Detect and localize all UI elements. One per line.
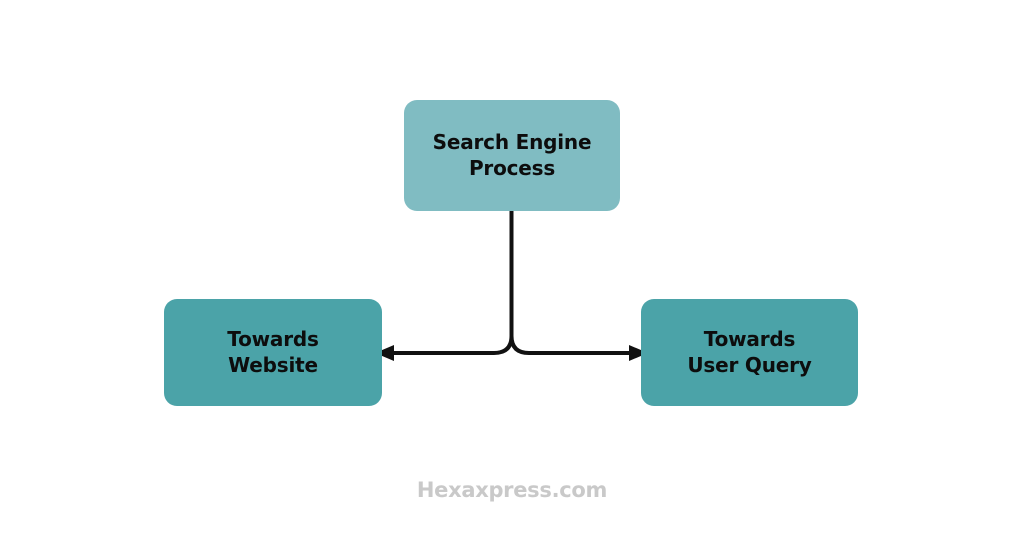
node-search-engine-process: Search Engine Process [404, 100, 620, 211]
node-right-line2: User Query [687, 352, 812, 377]
connector-branch-right [509, 335, 637, 355]
watermark-text: Hexaxpress.com [416, 478, 608, 502]
node-towards-website: Towards Website [164, 299, 382, 406]
node-towards-user-query: Towards User Query [641, 299, 858, 406]
node-root-line1: Search Engine [432, 129, 592, 154]
node-root-line2: Process [468, 155, 556, 180]
connector-branch-left [386, 335, 514, 355]
node-left-line2: Website [228, 352, 318, 377]
node-right-line1: Towards [703, 326, 796, 351]
node-left-line1: Towards [227, 326, 319, 351]
